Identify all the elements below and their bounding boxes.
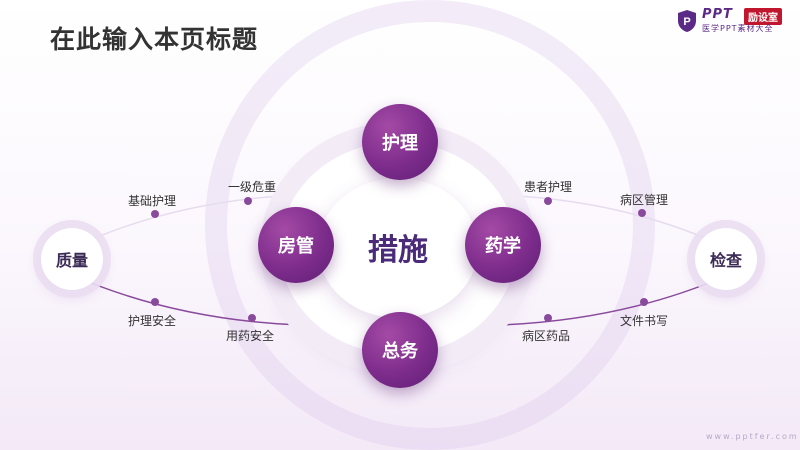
page-title: 在此输入本页标题	[50, 25, 259, 54]
logo-subtitle: 医学PPT素材大全	[702, 24, 774, 33]
node-right: 药学	[465, 207, 541, 283]
watermark: www.pptfer.com	[706, 432, 799, 441]
side-left: 质量	[41, 228, 103, 290]
connector-left-upper	[71, 194, 301, 249]
dot-right-lower-2	[640, 298, 648, 306]
connector-right-upper	[499, 194, 729, 249]
svg-text:P: P	[683, 16, 690, 28]
label-right-lower-2: 文件书写	[620, 314, 669, 328]
label-left-upper-1: 基础护理	[128, 194, 177, 208]
center-label: 措施	[368, 233, 428, 268]
dot-left-lower-1	[151, 298, 159, 306]
center-disc	[318, 178, 478, 318]
logo-tag: 励设室	[744, 8, 782, 25]
label-right-lower-1: 病区药品	[522, 329, 571, 343]
label-left-upper-2: 一级危重	[228, 180, 277, 194]
brand-logo: P PPT 励设室 医学PPT素材大全	[676, 7, 794, 35]
label-left-lower-2: 用药安全	[226, 329, 275, 343]
label-left-lower-1: 护理安全	[128, 314, 177, 328]
shield-icon: P	[678, 10, 696, 32]
connector-right-lower	[499, 274, 729, 326]
label-right-upper-2: 病区管理	[620, 193, 669, 207]
dot-left-upper-2	[244, 197, 252, 205]
logo-brand-text: PPT	[702, 7, 733, 22]
dot-left-upper-1	[151, 210, 159, 218]
node-top: 护理	[362, 104, 438, 180]
dot-right-upper-1	[544, 197, 552, 205]
side-right: 检查	[695, 228, 757, 290]
dot-right-lower-1	[544, 314, 552, 322]
dot-right-upper-2	[638, 209, 646, 217]
connector-left-lower	[71, 274, 301, 326]
label-right-upper-1: 患者护理	[524, 180, 573, 194]
dot-left-lower-2	[248, 314, 256, 322]
node-bottom: 总务	[362, 312, 438, 388]
node-left: 房管	[258, 207, 334, 283]
